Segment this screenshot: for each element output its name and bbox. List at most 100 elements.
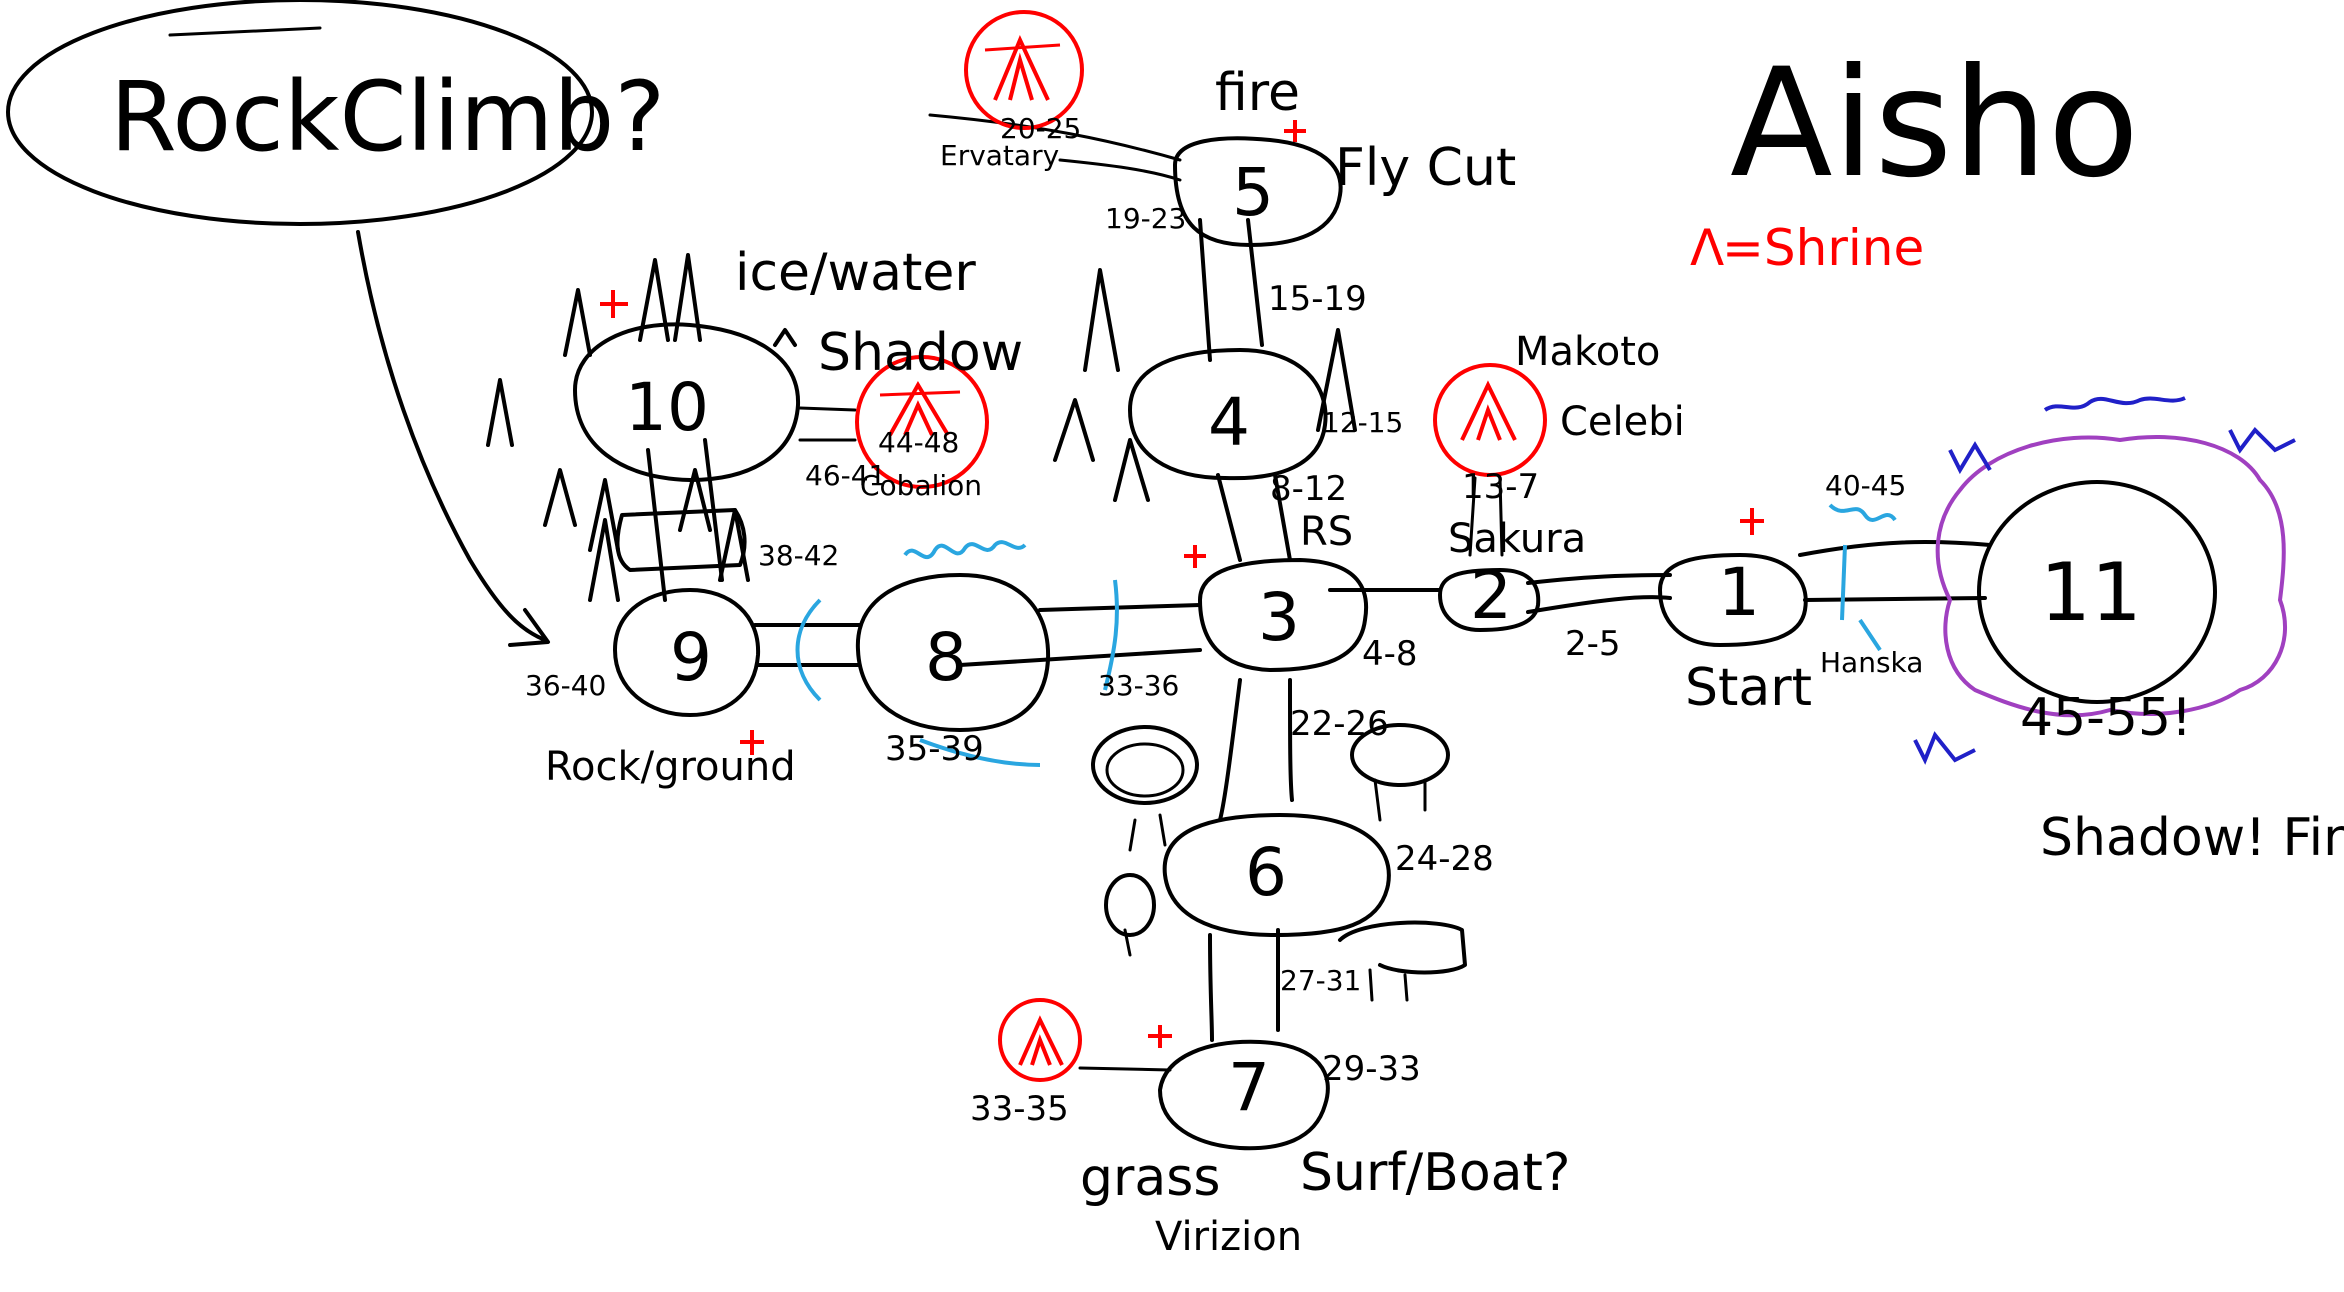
node-3-name: RS (1300, 509, 1353, 555)
route-9-10-a (646, 448, 667, 602)
node-8 (855, 573, 1051, 732)
boulder-legs (1368, 968, 1409, 1002)
gym-marker-5 (1284, 120, 1306, 142)
node-10-name: ice/water (735, 243, 976, 303)
node-1-number: 1 (1718, 554, 1760, 631)
hanska-label: Hanska (1820, 646, 1923, 679)
water-arc (795, 598, 822, 702)
node-2-number: 2 (1470, 557, 1512, 634)
node-5-extra: Fly Cut (1335, 138, 1516, 198)
route-2-shrine-b (1498, 476, 1504, 557)
mountain-icon (588, 478, 620, 552)
route-9-10-levels: 38-42 (758, 539, 839, 572)
mountain-icon (673, 253, 702, 342)
shrine-roof (879, 390, 961, 397)
route-1-2-b (1526, 595, 1672, 614)
node-10-extra: Shadow (818, 323, 1023, 383)
node-6 (1162, 813, 1391, 937)
shrine-ervatary (964, 10, 1084, 130)
shrine-circle (855, 355, 989, 489)
node-1-name: Start (1685, 658, 1812, 718)
node-7-levels-left: 33-35 (970, 1089, 1069, 1129)
route-6-7-a (1208, 933, 1214, 1042)
mountain-icon (1053, 398, 1095, 462)
node-7-extra: Surf/Boat? (1300, 1143, 1571, 1203)
node-11-extra: Shadow! Finale (2040, 808, 2344, 868)
routes (615, 113, 1992, 1072)
shrine-icon (993, 35, 1050, 101)
route-4-5-a (1198, 218, 1212, 362)
node-6-number: 6 (1245, 834, 1287, 911)
route-3-4-levels: 8-12 (1270, 469, 1347, 509)
route-4-5-b (1246, 218, 1264, 347)
aura-mark (2228, 426, 2296, 454)
mountain-icon (1113, 438, 1150, 502)
map-title: Aisho (1730, 37, 2139, 211)
rock-climb-bubble (6, 0, 594, 226)
boulder (1104, 873, 1156, 937)
route-1-11-a (1798, 540, 1992, 557)
route-2-3-levels: 4-8 (1362, 634, 1418, 674)
node-names: Start Sakura RS fire Fly Cut grass Surf/… (545, 63, 2344, 1260)
node-5 (1173, 136, 1343, 247)
route-8-9-levels: 35-39 (885, 729, 984, 769)
mountain-icon (638, 258, 670, 342)
shrine-makoto-name: Makoto (1515, 329, 1660, 375)
shrine-circle (964, 10, 1084, 130)
shrine-legend: Λ =Shrine (1690, 219, 1924, 277)
boulder-inner (1105, 742, 1185, 798)
mountain-icon (718, 508, 750, 582)
mountain-icon (773, 328, 797, 347)
node-9-levels: 36-40 (525, 669, 606, 702)
route-levels: 2-5 4-8 8-12 15-19 22-26 27-31 33-36 35-… (758, 279, 1906, 997)
shrine-makoto-levels: 13-7 (1462, 467, 1539, 507)
node-7-name: grass (1080, 1148, 1220, 1208)
route-3-8-b (958, 648, 1202, 667)
shrine-cobalion-extra-levels: 46-41 (805, 459, 886, 492)
shrine-makoto-extra: Celebi (1560, 399, 1685, 445)
water-wave (903, 540, 1027, 559)
water-marks (795, 503, 1897, 767)
water-line (1840, 544, 1847, 621)
shrine-circle (998, 998, 1082, 1082)
route-3-8-levels: 33-36 (1098, 669, 1179, 702)
legend-shrine-symbol: Λ (1690, 219, 1724, 277)
shrine-icon (1460, 380, 1517, 441)
gym-markers (600, 120, 1764, 1048)
legend-shrine-text: =Shrine (1722, 219, 1924, 277)
water-arc (1103, 579, 1119, 691)
mountain-icon (486, 378, 514, 447)
node-2 (1438, 568, 1541, 632)
node-1 (1658, 553, 1808, 647)
route-1-2-a (1526, 573, 1672, 585)
gym-marker-1 (1740, 508, 1764, 535)
shrine-ervatary-name: Ervatary (940, 139, 1059, 172)
route-3-6-levels: 22-26 (1290, 704, 1389, 744)
node-11-name: 45-55! (2020, 688, 2192, 748)
water-arc (919, 738, 1041, 767)
node-7 (1158, 1039, 1330, 1151)
finale-aura (1913, 396, 2296, 765)
gym-marker-10 (600, 290, 628, 318)
rock-climb-text: RockClimb? (110, 61, 665, 173)
node-5-number: 5 (1232, 154, 1274, 231)
shrine-circle (1433, 363, 1547, 477)
boulder-leg (1123, 928, 1132, 957)
node-3-number: 3 (1258, 579, 1300, 656)
nodes (573, 136, 2217, 1151)
route-4-5-levels: 15-19 (1268, 279, 1367, 319)
route-2-shrine-a (1468, 476, 1477, 557)
route-10-shrine-a (798, 406, 857, 412)
shrine-labels: Makoto Celebi 13-7 Ervatary 20-25 44-48 … (805, 112, 1685, 507)
boulder-legs (1373, 778, 1427, 822)
shrines (855, 10, 1547, 1082)
gym-marker-9 (740, 730, 764, 755)
route-1-2-levels: 2-5 (1565, 624, 1621, 664)
water-wave (1828, 503, 1897, 522)
mountain-icon (1083, 268, 1120, 372)
shrine-cobalion-levels: 44-48 (878, 426, 959, 459)
node-10 (573, 322, 801, 482)
aura-mark (1913, 731, 1976, 765)
